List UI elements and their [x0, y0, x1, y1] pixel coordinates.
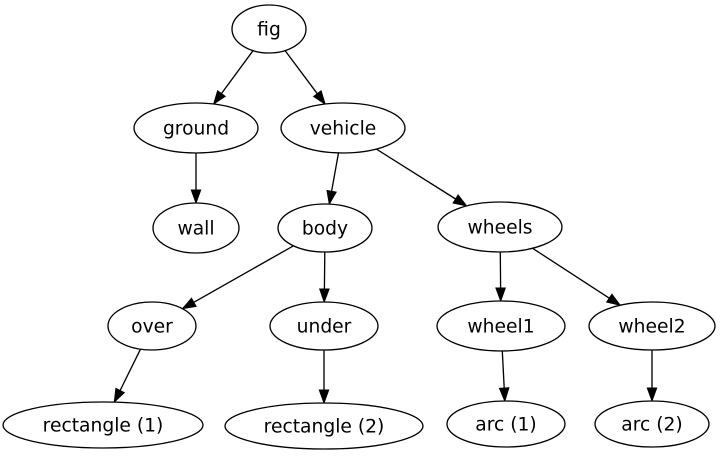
edge-line-over-rect1 — [119, 348, 142, 391]
edge-line-fig-ground — [220, 50, 254, 94]
arrowhead-icon-vehicle-wheels — [452, 194, 468, 207]
node-ellipse-arc1 — [446, 400, 566, 448]
node-ellipse-over — [107, 301, 197, 351]
node-label-arc2: arc (2) — [621, 415, 682, 436]
edge-vehicle-body — [326, 152, 340, 206]
node-label-wheel2: wheel2 — [618, 317, 685, 338]
edge-vehicle-wheels — [376, 148, 468, 207]
node-label-arc1: arc (1) — [475, 415, 536, 436]
node-label-fig: fig — [257, 20, 281, 41]
node-label-wheels: wheels — [467, 218, 532, 239]
edge-fig-ground — [212, 50, 254, 106]
node-ellipse-wheel1 — [436, 300, 566, 352]
node-label-body: body — [302, 219, 348, 240]
node-ellipse-under — [269, 301, 379, 351]
node-ellipse-rect1 — [2, 401, 204, 449]
node-wall: wall — [152, 202, 240, 254]
edge-body-over — [181, 245, 294, 310]
node-label-wheel1: wheel1 — [467, 317, 534, 338]
node-label-wall: wall — [177, 219, 214, 240]
node-wheel1: wheel1 — [436, 300, 566, 352]
arrowhead-icon-wheel1-arc1 — [498, 387, 510, 403]
node-label-rect1: rectangle (1) — [43, 416, 164, 437]
edge-line-wheels-wheel2 — [532, 247, 610, 299]
node-ellipse-body — [277, 203, 373, 253]
edge-wheels-wheel1 — [495, 251, 507, 303]
node-label-vehicle: vehicle — [310, 119, 377, 140]
node-ellipse-vehicle — [280, 102, 406, 154]
node-label-under: under — [297, 317, 352, 338]
arrowhead-icon-wheels-wheel1 — [495, 287, 507, 303]
node-ellipse-wheel2 — [588, 301, 716, 351]
node-rect1: rectangle (1) — [2, 401, 204, 449]
edge-line-vehicle-wheels — [376, 148, 456, 200]
node-arc1: arc (1) — [446, 400, 566, 448]
node-ellipse-arc2 — [594, 400, 710, 448]
node-ellipse-fig — [231, 4, 307, 54]
edge-fig-vehicle — [284, 50, 326, 106]
edge-line-vehicle-body — [330, 152, 340, 192]
edge-ground-wall — [190, 153, 202, 205]
node-label-ground: ground — [163, 119, 229, 140]
node-over: over — [107, 301, 197, 351]
node-vehicle: vehicle — [280, 102, 406, 154]
node-arc2: arc (2) — [594, 400, 710, 448]
node-ellipse-wall — [152, 202, 240, 254]
node-ground: ground — [133, 102, 259, 154]
node-ellipse-wheels — [437, 201, 563, 253]
node-wheels: wheels — [437, 201, 563, 253]
arrowhead-icon-wheels-wheel2 — [605, 293, 622, 307]
arrowhead-icon-body-over — [181, 297, 197, 310]
edge-over-rect1 — [113, 348, 142, 404]
node-body: body — [277, 203, 373, 253]
arrowhead-icon-under-rect2 — [318, 389, 330, 405]
node-fig: fig — [231, 4, 307, 54]
arrowhead-icon-wheel2-arc2 — [646, 387, 658, 403]
arrowhead-icon-ground-wall — [190, 189, 202, 205]
edge-line-fig-vehicle — [284, 50, 318, 95]
arrowhead-icon-fig-ground — [212, 89, 227, 106]
edge-under-rect2 — [318, 350, 330, 405]
arrowhead-icon-vehicle-body — [326, 189, 337, 206]
node-label-rect2: rectangle (2) — [264, 417, 385, 438]
node-ellipse-ground — [133, 102, 259, 154]
arrowhead-icon-fig-vehicle — [312, 89, 326, 106]
edge-line-body-over — [193, 245, 294, 303]
edge-body-under — [318, 251, 330, 304]
node-rect2: rectangle (2) — [224, 402, 424, 450]
edge-wheels-wheel2 — [532, 247, 622, 307]
node-ellipse-rect2 — [224, 402, 424, 450]
arrowhead-icon-over-rect1 — [113, 387, 126, 404]
node-wheel2: wheel2 — [588, 301, 716, 351]
node-label-over: over — [131, 317, 173, 338]
arrowhead-icon-body-under — [318, 288, 330, 304]
edge-wheel1-arc1 — [498, 350, 510, 403]
node-under: under — [269, 301, 379, 351]
edge-line-wheel1-arc1 — [501, 350, 505, 389]
edge-wheel2-arc2 — [646, 350, 658, 403]
